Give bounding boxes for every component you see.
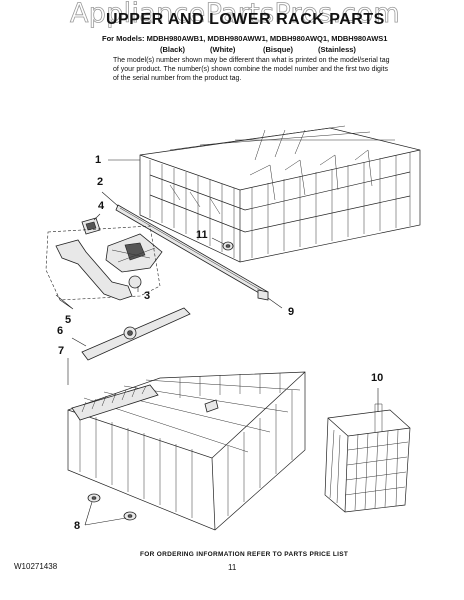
callout-5: 5 [65,314,72,326]
rack-wheels-drawing [87,493,137,521]
callout-8: 8 [74,520,81,532]
callout-7: 7 [58,345,65,357]
callout-3: 3 [144,290,151,302]
page-number: 11 [228,563,237,572]
callout-11: 11 [196,229,208,241]
spray-arm-drawing [81,307,191,361]
color-bisque: (Bisque) [263,45,293,54]
model-note: The model(s) number shown may be differe… [113,57,390,82]
rail-stop-drawing [222,241,234,251]
color-stainless: (Stainless) [318,45,356,54]
models-line: For Models: MDBH980AWB1, MDBH980AWW1, MD… [102,34,388,43]
clip-drawing [81,217,101,235]
callout-4: 4 [98,200,105,212]
color-white: (White) [210,45,236,54]
lower-rack-drawing [67,371,306,531]
callout-2: 2 [97,176,104,188]
spray-arm-mount-drawing [105,233,163,289]
ordering-footer: FOR ORDERING INFORMATION REFER TO PARTS … [140,551,349,558]
page-title: UPPER AND LOWER RACK PARTS [106,11,385,28]
callout-10: 10 [371,372,384,384]
leader-lines [55,159,379,526]
document-part-number: W10271438 [14,562,58,571]
color-black: (Black) [160,45,186,54]
rail-end-cap-drawing [257,289,269,301]
silverware-basket-drawing [324,403,411,513]
feed-tube-drawing [45,225,161,301]
watermark: AppliancePartsPros.com [70,0,400,29]
upper-rack-drawing [139,125,421,263]
callout-6: 6 [57,325,64,337]
callout-1: 1 [95,154,102,166]
callout-9: 9 [288,306,295,318]
